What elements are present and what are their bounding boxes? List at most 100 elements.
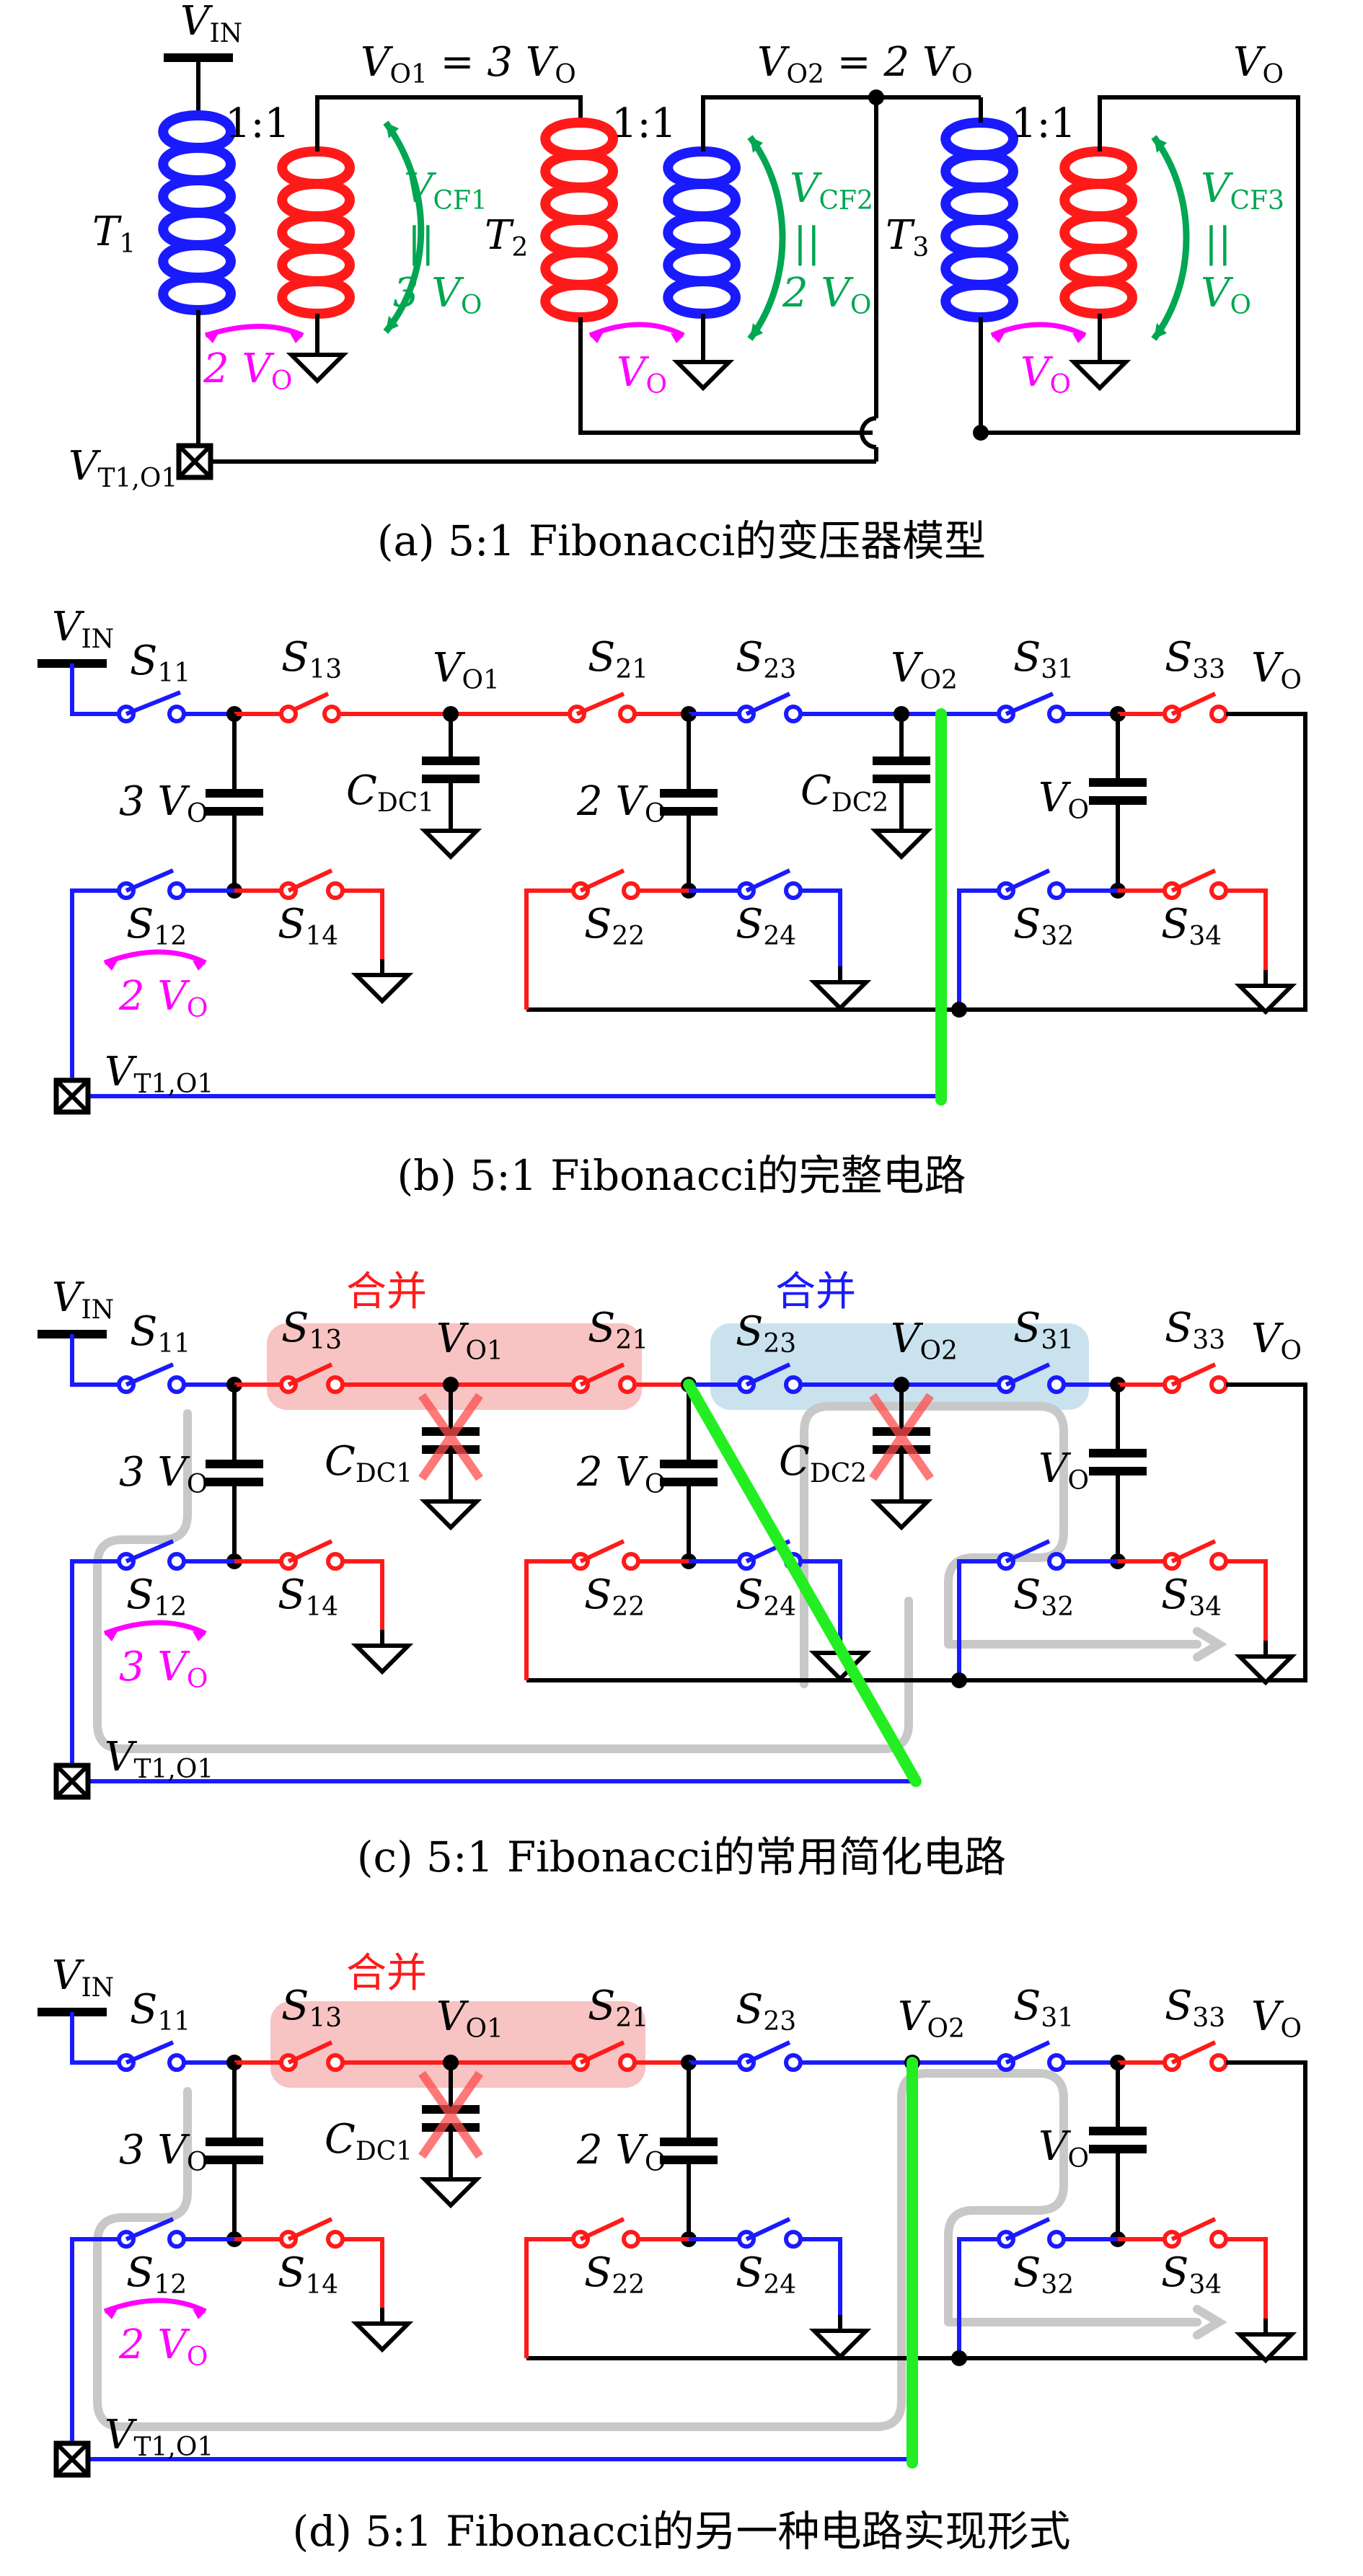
svg-text:S23: S23 <box>736 1308 796 1359</box>
merge-red-label-d: 合并 <box>346 1950 427 1997</box>
merge-box-red-d <box>270 2001 645 2088</box>
svg-text:S11: S11 <box>130 1308 190 1359</box>
svg-text:CDC1: CDC1 <box>325 1438 413 1488</box>
svg-text:VO1: VO1 <box>433 645 500 695</box>
merge-red-label-c: 合并 <box>346 1269 427 1315</box>
svg-text:VT1,O1: VT1,O1 <box>105 1734 213 1784</box>
vt1o1-label-a: VT1,O1 <box>69 443 177 493</box>
svg-text:S22: S22 <box>584 1571 645 1622</box>
vcf2-label: VCF2 <box>790 165 873 216</box>
svg-text:S22: S22 <box>584 2249 645 2300</box>
merge-box-red-c <box>267 1323 642 1410</box>
svg-text:||: || <box>407 219 435 266</box>
svg-text:S32: S32 <box>1013 901 1074 951</box>
svg-text:S31: S31 <box>1013 1982 1074 2033</box>
svg-text:S13: S13 <box>281 634 342 684</box>
svg-text:S23: S23 <box>736 1986 796 2037</box>
svg-text:S12: S12 <box>126 2249 187 2300</box>
svg-text:2 VO: 2 VO <box>118 973 208 1023</box>
svg-text:S21: S21 <box>588 634 648 684</box>
vo-label-a: VO <box>1233 39 1284 89</box>
gray-path-d <box>93 2069 1201 2431</box>
t3-swing-arrow <box>990 322 1087 338</box>
svg-text:CDC1: CDC1 <box>325 2116 413 2166</box>
svg-text:VO: VO <box>1251 1993 1302 2044</box>
svg-text:3 VO: 3 VO <box>119 2127 208 2177</box>
svg-text:S13: S13 <box>281 1305 342 1355</box>
svg-text:VO1: VO1 <box>436 1315 503 1366</box>
svg-text:S31: S31 <box>1013 634 1074 684</box>
t3-swing-label: VO <box>1020 349 1071 400</box>
svg-text:2 VO: 2 VO <box>576 2127 666 2177</box>
vcf3-arrow <box>1151 135 1190 341</box>
svg-text:S22: S22 <box>584 901 645 951</box>
merge-blue-label-c: 合并 <box>775 1269 856 1315</box>
panel-b-complete-circuit: VIN S11 S13 VO1 CDC1 <box>38 604 1307 1200</box>
switch-s14-b: S14 <box>234 868 345 951</box>
svg-text:VO: VO <box>1201 270 1251 320</box>
svg-text:S24: S24 <box>736 901 796 951</box>
svg-text:VO: VO <box>1038 1445 1089 1496</box>
switch-s21-b: S21 <box>568 634 648 723</box>
t1-swing-label: 2 VO <box>203 345 292 396</box>
svg-text:S21: S21 <box>588 1305 648 1355</box>
switch-s33-b: S33 <box>1118 634 1228 723</box>
t1-primary-coil <box>158 110 236 315</box>
vo1-label-a: VO1 = 3 VO <box>361 39 576 89</box>
svg-text:3 VO: 3 VO <box>393 270 482 320</box>
svg-text:2 VO: 2 VO <box>782 270 871 320</box>
panel-d-alt-circuit: 合并 VIN S11 S13 VO1 S21 S23 VO2 <box>38 1950 1307 2556</box>
svg-text:VO2: VO2 <box>898 1993 965 2044</box>
svg-text:VO2: VO2 <box>891 645 958 695</box>
t3-ratio: 1:1 <box>1011 100 1076 147</box>
t1-ratio: 1:1 <box>225 100 290 147</box>
swing-label-d: 2 VO <box>118 2321 208 2372</box>
vcf2-arrow <box>747 135 786 341</box>
gray-path-2-c <box>800 1402 1201 1688</box>
svg-text:||: || <box>793 219 821 266</box>
vo2-label-a: VO2 = 2 VO <box>757 39 973 89</box>
svg-text:S13: S13 <box>281 1982 342 2033</box>
t3-primary-coil <box>940 118 1018 322</box>
t3-label: T3 <box>886 212 929 263</box>
t1-secondary-coil <box>277 146 355 319</box>
svg-text:VT1,O1: VT1,O1 <box>105 1049 213 1099</box>
switch-s23-b: S23 <box>689 634 803 723</box>
cross-cdc1-c <box>418 1393 483 1481</box>
svg-text:S11: S11 <box>130 1986 190 2037</box>
switch-s34-b: S34 <box>1118 868 1228 951</box>
switch-s22-b: S22 <box>571 868 645 951</box>
t1-label: T1 <box>92 208 136 259</box>
svg-text:2 VO: 2 VO <box>576 1449 666 1499</box>
cross-cdc1-d <box>418 2070 483 2159</box>
caption-b: (b) 5:1 Fibonacci的完整电路 <box>397 1151 966 1200</box>
svg-text:VO: VO <box>1038 2123 1089 2174</box>
panel-a-transformer-model: VIN T1 1:1 2 VO VCF1 || 3 VO VO1 = 3 VO <box>69 0 1300 565</box>
svg-text:2 VO: 2 VO <box>576 778 666 829</box>
swing-label-c: 3 VO <box>119 1644 208 1694</box>
switch-s12-b: S12 <box>117 868 187 951</box>
svg-text:S23: S23 <box>736 634 796 684</box>
svg-text:VIN: VIN <box>52 604 114 654</box>
svg-text:S34: S34 <box>1161 901 1222 951</box>
svg-text:S24: S24 <box>736 2249 796 2300</box>
svg-text:S12: S12 <box>126 1571 187 1622</box>
t2-swing-arrow <box>588 322 685 338</box>
svg-text:VO: VO <box>1038 775 1089 825</box>
svg-text:S14: S14 <box>278 2249 338 2300</box>
panel-c-simplified-circuit: 合并 合并 VIN S11 S13 VO1 S21 <box>38 1269 1307 1882</box>
svg-text:3 VO: 3 VO <box>119 778 208 829</box>
t3-secondary-coil <box>1059 146 1137 319</box>
svg-text:S24: S24 <box>736 1571 796 1622</box>
t2-label: T2 <box>485 212 528 263</box>
vin-label-a: VIN <box>180 0 242 48</box>
green-link-c <box>683 1379 922 1787</box>
svg-text:S33: S33 <box>1165 634 1225 684</box>
svg-text:S34: S34 <box>1161 2249 1222 2300</box>
svg-text:||: || <box>1204 219 1232 266</box>
caption-c: (c) 5:1 Fibonacci的常用简化电路 <box>357 1832 1006 1882</box>
svg-text:S34: S34 <box>1161 1571 1222 1622</box>
svg-text:S11: S11 <box>130 638 190 688</box>
svg-text:VO1: VO1 <box>436 1993 503 2044</box>
